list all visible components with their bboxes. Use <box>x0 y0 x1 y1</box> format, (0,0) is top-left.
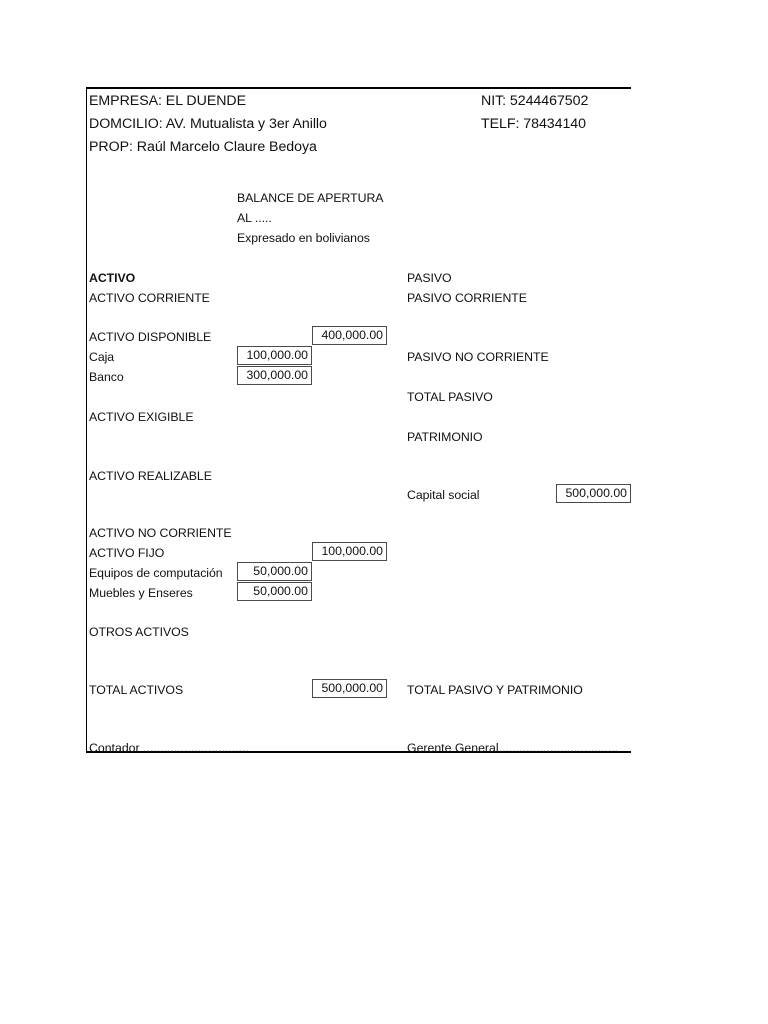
total-pasivo-patrimonio-label: TOTAL PASIVO Y PATRIMONIO <box>407 683 583 697</box>
equipos-computacion-value[interactable]: 50,000.00 <box>237 562 312 581</box>
empresa-label: EMPRESA: EL DUENDE <box>89 93 247 109</box>
caja-label: Caja <box>89 350 115 364</box>
total-activos-value[interactable]: 500,000.00 <box>312 679 387 698</box>
capital-social-label: Capital social <box>407 488 480 502</box>
activo-disponible-total[interactable]: 400,000.00 <box>312 326 387 345</box>
activo-no-corriente-heading: ACTIVO NO CORRIENTE <box>89 526 232 540</box>
activo-disponible-label: ACTIVO DISPONIBLE <box>89 330 212 344</box>
activo-realizable-heading: ACTIVO REALIZABLE <box>89 469 212 483</box>
balance-sheet-frame: EMPRESA: EL DUENDE DOMCILIO: AV. Mutuali… <box>86 87 631 755</box>
patrimonio-heading: PATRIMONIO <box>407 430 483 444</box>
pasivo-no-corriente-heading: PASIVO NO CORRIENTE <box>407 350 549 364</box>
signature-contador: Contador ............................... <box>89 741 249 755</box>
activo-fijo-label: ACTIVO FIJO <box>89 546 165 560</box>
domicilio-label: DOMCILIO: AV. Mutualista y 3er Anillo <box>89 116 327 132</box>
report-title-line1: BALANCE DE APERTURA <box>237 191 384 205</box>
signature-gerente-general: Gerente General.........................… <box>407 741 619 755</box>
banco-label: Banco <box>89 370 124 384</box>
total-pasivo-heading: TOTAL PASIVO <box>407 390 493 404</box>
equipos-computacion-label: Equipos de computación <box>89 566 223 580</box>
activo-corriente-heading: ACTIVO CORRIENTE <box>89 291 210 305</box>
pasivo-corriente-heading: PASIVO CORRIENTE <box>407 291 527 305</box>
telf-label: TELF: 78434140 <box>481 116 586 132</box>
activo-heading: ACTIVO <box>89 271 136 285</box>
capital-social-value[interactable]: 500,000.00 <box>556 484 631 503</box>
pasivo-heading: PASIVO <box>407 271 452 285</box>
total-activos-label: TOTAL ACTIVOS <box>89 683 184 697</box>
banco-value[interactable]: 300,000.00 <box>237 366 312 385</box>
activo-exigible-heading: ACTIVO EXIGIBLE <box>89 410 194 424</box>
caja-value[interactable]: 100,000.00 <box>237 346 312 365</box>
muebles-enseres-label: Muebles y Enseres <box>89 586 193 600</box>
otros-activos-heading: OTROS ACTIVOS <box>89 625 189 639</box>
nit-label: NIT: 5244467502 <box>481 93 589 109</box>
report-title-line3: Expresado en bolivianos <box>237 231 370 245</box>
activo-fijo-total[interactable]: 100,000.00 <box>312 542 387 561</box>
prop-label: PROP: Raúl Marcelo Claure Bedoya <box>89 139 317 155</box>
report-title-line2: AL ..... <box>237 211 272 225</box>
muebles-enseres-value[interactable]: 50,000.00 <box>237 582 312 601</box>
